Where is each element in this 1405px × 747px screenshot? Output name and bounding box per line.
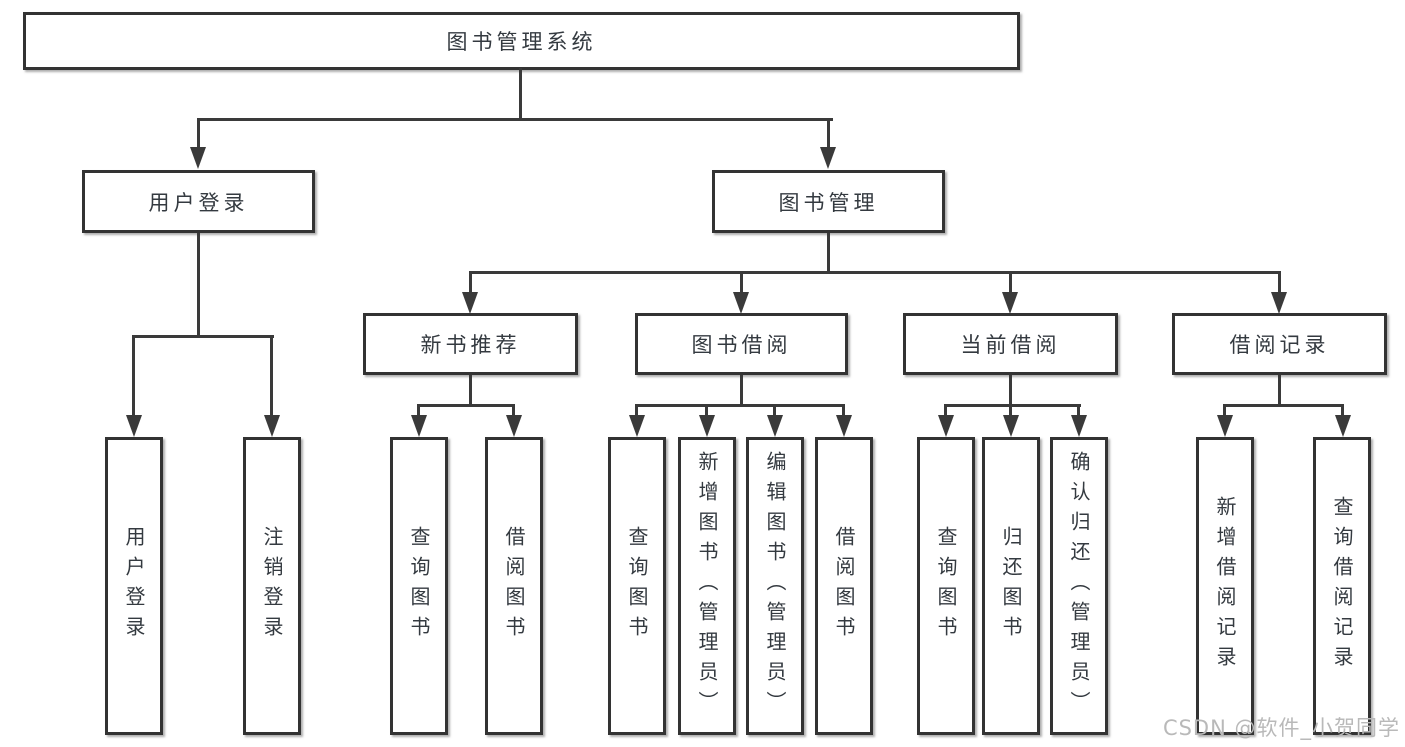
connector-vline <box>132 335 135 415</box>
leaf-user-login-label: 用户登录 <box>122 526 146 646</box>
connector-hline <box>469 271 1281 274</box>
arrowhead-down-icon <box>1335 415 1351 437</box>
leaf-recommend-borrow-books: 借阅图书 <box>485 437 543 735</box>
connector-vline <box>1223 404 1226 417</box>
connector-vline <box>635 404 638 417</box>
arrowhead-down-icon <box>1003 415 1019 437</box>
leaf-recommend-query-books: 查询图书 <box>390 437 448 735</box>
node-book-management: 图书管理 <box>712 170 945 233</box>
leaf-recommend-borrow-books-label: 借阅图书 <box>502 526 526 646</box>
node-current-borrowing-label: 当前借阅 <box>960 333 1061 357</box>
connector-vline <box>773 404 776 417</box>
node-borrowing-records-label: 借阅记录 <box>1229 333 1330 357</box>
connector-hline <box>635 404 845 407</box>
watermark: CSDN @软件_小贺同学 <box>1162 716 1400 740</box>
leaf-borrowing-borrow-books: 借阅图书 <box>815 437 873 735</box>
node-library-system-label: 图书管理系统 <box>446 30 597 54</box>
arrowhead-down-icon <box>820 147 836 169</box>
arrowhead-down-icon <box>190 147 206 169</box>
connector-vline <box>1009 375 1012 406</box>
arrowhead-down-icon <box>1002 292 1018 314</box>
leaf-logout-login: 注销登录 <box>243 437 301 735</box>
connector-vline <box>469 375 472 406</box>
leaf-records-query-record: 查询借阅记录 <box>1313 437 1371 735</box>
connector-vline <box>197 233 200 337</box>
arrowhead-down-icon <box>938 415 954 437</box>
connector-hline <box>197 118 833 121</box>
connector-vline <box>827 118 830 149</box>
arrowhead-down-icon <box>506 415 522 437</box>
arrowhead-down-icon <box>126 415 142 437</box>
connector-vline <box>519 68 522 120</box>
arrowhead-down-icon <box>1071 415 1087 437</box>
connector-vline <box>512 404 515 417</box>
leaf-borrowing-query-books-label: 查询图书 <box>625 526 649 646</box>
arrowhead-down-icon <box>836 415 852 437</box>
leaf-records-add-record-label: 新增借阅记录 <box>1213 496 1237 676</box>
node-new-book-recommend: 新书推荐 <box>363 313 578 375</box>
connector-vline <box>197 118 200 149</box>
leaf-current-query-books: 查询图书 <box>917 437 975 735</box>
leaf-borrowing-query-books: 查询图书 <box>608 437 666 735</box>
connector-vline <box>1009 404 1012 417</box>
connector-vline <box>1278 375 1281 406</box>
connector-vline <box>417 404 420 417</box>
leaf-current-return-books-label: 归还图书 <box>999 526 1023 646</box>
arrowhead-down-icon <box>1217 415 1233 437</box>
node-borrowing-records: 借阅记录 <box>1172 313 1387 375</box>
arrowhead-down-icon <box>629 415 645 437</box>
connector-vline <box>270 335 273 415</box>
connector-vline <box>1341 404 1344 417</box>
node-user-login: 用户登录 <box>82 170 315 233</box>
connector-hline <box>132 335 274 338</box>
arrowhead-down-icon <box>411 415 427 437</box>
leaf-current-query-books-label: 查询图书 <box>934 526 958 646</box>
leaf-borrowing-edit-books-admin: 编辑图书（管理员） <box>746 437 804 735</box>
leaf-recommend-query-books-label: 查询图书 <box>407 526 431 646</box>
connector-vline <box>842 404 845 417</box>
leaf-records-query-record-label: 查询借阅记录 <box>1330 496 1354 676</box>
leaf-borrowing-add-books-admin-label: 新增图书（管理员） <box>695 451 719 721</box>
connector-hline <box>944 404 1081 407</box>
leaf-logout-login-label: 注销登录 <box>260 526 284 646</box>
leaf-records-add-record: 新增借阅记录 <box>1196 437 1254 735</box>
connector-vline <box>469 271 472 293</box>
arrowhead-down-icon <box>699 415 715 437</box>
node-book-borrowing: 图书借阅 <box>635 313 848 375</box>
arrowhead-down-icon <box>1271 292 1287 314</box>
connector-hline <box>417 404 515 407</box>
node-book-borrowing-label: 图书借阅 <box>691 333 792 357</box>
arrowhead-down-icon <box>264 415 280 437</box>
leaf-borrowing-add-books-admin: 新增图书（管理员） <box>678 437 736 735</box>
leaf-current-confirm-return-admin: 确认归还（管理员） <box>1050 437 1108 735</box>
leaf-current-confirm-return-admin-label: 确认归还（管理员） <box>1067 451 1091 721</box>
connector-vline <box>1077 404 1080 417</box>
connector-vline <box>944 404 947 417</box>
leaf-current-return-books: 归还图书 <box>982 437 1040 735</box>
connector-vline <box>1278 271 1281 293</box>
connector-vline <box>740 271 743 293</box>
connector-vline <box>740 375 743 406</box>
node-new-book-recommend-label: 新书推荐 <box>420 333 521 357</box>
node-user-login-label: 用户登录 <box>148 190 249 215</box>
node-current-borrowing: 当前借阅 <box>903 313 1118 375</box>
leaf-borrowing-borrow-books-label: 借阅图书 <box>832 526 856 646</box>
connector-hline <box>1223 404 1344 407</box>
arrowhead-down-icon <box>767 415 783 437</box>
connector-vline <box>827 233 830 273</box>
node-library-system: 图书管理系统 <box>23 12 1020 70</box>
arrowhead-down-icon <box>462 292 478 314</box>
leaf-user-login: 用户登录 <box>105 437 163 735</box>
node-book-management-label: 图书管理 <box>778 190 879 215</box>
connector-vline <box>705 404 708 417</box>
leaf-borrowing-edit-books-admin-label: 编辑图书（管理员） <box>763 451 787 721</box>
connector-vline <box>1009 271 1012 293</box>
arrowhead-down-icon <box>733 292 749 314</box>
